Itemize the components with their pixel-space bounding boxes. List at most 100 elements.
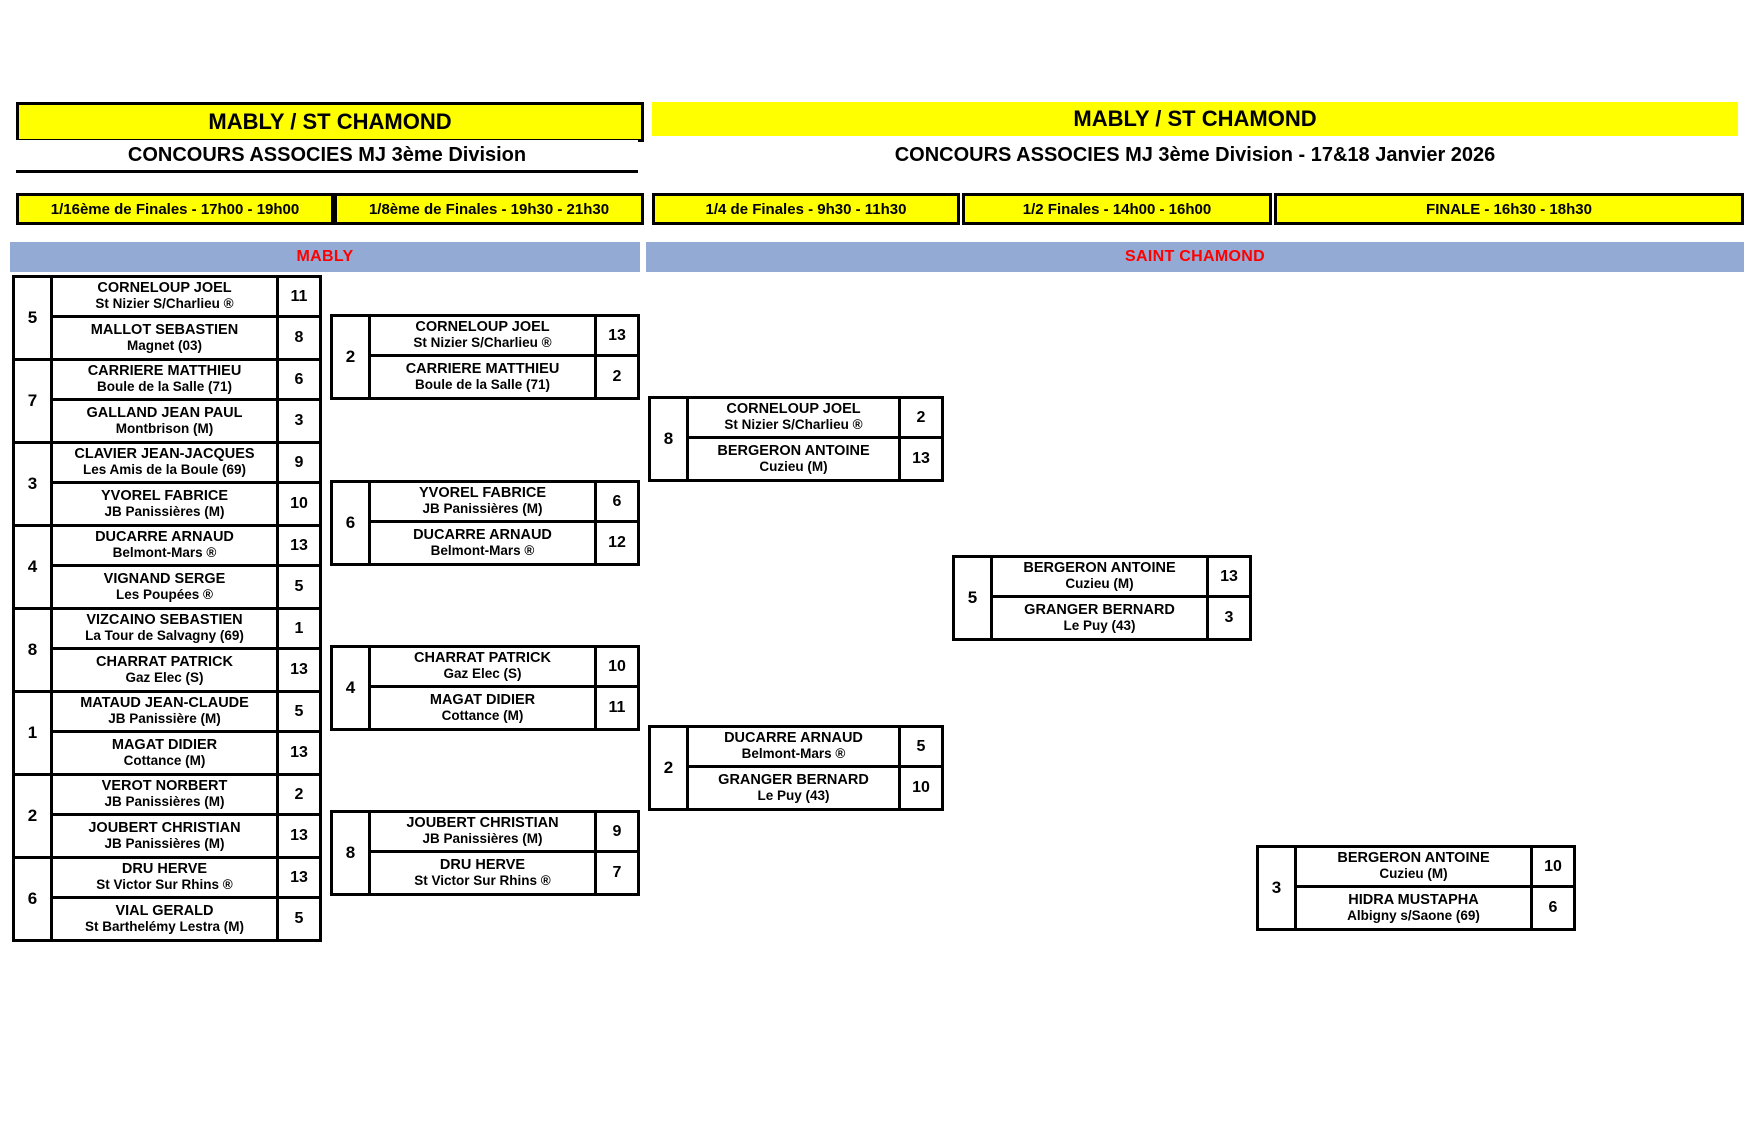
player-info: BERGERON ANTOINE Cuzieu (M) <box>993 558 1209 595</box>
match-r16-6[interactable]: 1 MATAUD JEAN-CLAUDE JB Panissière (M) 5… <box>12 690 322 776</box>
player-info: CARRIERE MATTHIEU Boule de la Salle (71) <box>53 361 279 398</box>
players: DRU HERVE St Victor Sur Rhins ® 13 VIAL … <box>53 859 319 939</box>
player-club: Belmont-Mars ® <box>430 542 535 558</box>
player-name: JOUBERT CHRISTIAN <box>406 815 559 832</box>
player-score: 3 <box>1224 609 1234 626</box>
player-row: CHARRAT PATRICK Gaz Elec (S) 10 <box>371 648 637 688</box>
player-info: YVOREL FABRICE JB Panissières (M) <box>53 484 279 524</box>
players: DUCARRE ARNAUD Belmont-Mars ® 13 VIGNAND… <box>53 527 319 607</box>
seed: 8 <box>651 399 689 479</box>
player-row: CORNELOUP JOEL St Nizier S/Charlieu ® 2 <box>689 399 941 439</box>
match-r16-4[interactable]: 4 DUCARRE ARNAUD Belmont-Mars ® 13 VIGNA… <box>12 524 322 610</box>
player-club: Belmont-Mars ® <box>741 746 846 762</box>
player-info: BERGERON ANTOINE Cuzieu (M) <box>1297 848 1533 885</box>
player-row: MATAUD JEAN-CLAUDE JB Panissière (M) 5 <box>53 693 319 733</box>
player-row: CARRIERE MATTHIEU Boule de la Salle (71)… <box>53 361 319 401</box>
player-score: 5 <box>294 702 304 720</box>
site-band-saint-chamond: SAINT CHAMOND <box>646 242 1744 272</box>
player-info: DRU HERVE St Victor Sur Rhins ® <box>371 853 597 893</box>
round-label-final: FINALE - 16h30 - 18h30 <box>1274 193 1744 225</box>
left-subtitle: CONCOURS ASSOCIES MJ 3ème Division <box>16 140 638 173</box>
players: CARRIERE MATTHIEU Boule de la Salle (71)… <box>53 361 319 441</box>
match-r8-3[interactable]: 4 CHARRAT PATRICK Gaz Elec (S) 10 MAGAT … <box>330 645 640 731</box>
seed: 2 <box>15 776 53 856</box>
match-r16-2[interactable]: 7 CARRIERE MATTHIEU Boule de la Salle (7… <box>12 358 322 444</box>
player-row: JOUBERT CHRISTIAN JB Panissières (M) 13 <box>53 816 319 856</box>
player-row: JOUBERT CHRISTIAN JB Panissières (M) 9 <box>371 813 637 853</box>
player-club: Belmont-Mars ® <box>112 545 217 561</box>
player-score: 10 <box>608 657 626 675</box>
players: CORNELOUP JOEL St Nizier S/Charlieu ® 11… <box>53 278 319 358</box>
player-row: DRU HERVE St Victor Sur Rhins ® 13 <box>53 859 319 899</box>
player-row: VEROT NORBERT JB Panissières (M) 2 <box>53 776 319 816</box>
player-score: 13 <box>290 827 308 844</box>
player-score: 7 <box>612 864 622 881</box>
seed: 4 <box>15 527 53 607</box>
seed: 3 <box>15 444 53 524</box>
round-label-16: 1/16ème de Finales - 17h00 - 19h00 <box>16 193 334 225</box>
player-info: MAGAT DIDIER Cottance (M) <box>53 733 279 773</box>
player-name: VIAL GERALD <box>115 902 214 919</box>
round-label-quarter-text: 1/4 de Finales - 9h30 - 11h30 <box>705 200 907 218</box>
player-row: CORNELOUP JOEL St Nizier S/Charlieu ® 11 <box>53 278 319 318</box>
players: BERGERON ANTOINE Cuzieu (M) 13 GRANGER B… <box>993 558 1249 638</box>
player-club: Boule de la Salle (71) <box>414 376 551 392</box>
player-info: GRANGER BERNARD Le Puy (43) <box>689 768 901 808</box>
player-score: 12 <box>608 534 626 551</box>
match-r8-2[interactable]: 6 YVOREL FABRICE JB Panissières (M) 6 DU… <box>330 480 640 566</box>
player-score: 6 <box>294 370 304 388</box>
right-banner: MABLY / ST CHAMOND <box>652 102 1738 136</box>
left-banner-text: MABLY / ST CHAMOND <box>208 109 452 134</box>
match-semi-1[interactable]: 5 BERGERON ANTOINE Cuzieu (M) 13 GRANGER… <box>952 555 1252 641</box>
player-club: JB Panissières (M) <box>104 794 225 810</box>
match-r16-8[interactable]: 6 DRU HERVE St Victor Sur Rhins ® 13 VIA… <box>12 856 322 942</box>
player-row: VIGNAND SERGE Les Poupées ® 5 <box>53 567 319 607</box>
players: VIZCAINO SEBASTIEN La Tour de Salvagny (… <box>53 610 319 690</box>
player-name: HIDRA MUSTAPHA <box>1348 891 1479 908</box>
match-r16-5[interactable]: 8 VIZCAINO SEBASTIEN La Tour de Salvagny… <box>12 607 322 693</box>
player-club: St Nizier S/Charlieu ® <box>95 296 234 312</box>
match-final[interactable]: 3 BERGERON ANTOINE Cuzieu (M) 10 HIDRA M… <box>1256 845 1576 931</box>
player-info: CORNELOUP JOEL St Nizier S/Charlieu ® <box>371 317 597 354</box>
match-r8-1[interactable]: 2 CORNELOUP JOEL St Nizier S/Charlieu ® … <box>330 314 640 400</box>
player-score: 9 <box>612 822 622 840</box>
match-r16-3[interactable]: 3 CLAVIER JEAN-JACQUES Les Amis de la Bo… <box>12 441 322 527</box>
player-club: JB Panissières (M) <box>104 503 225 519</box>
player-name: GALLAND JEAN PAUL <box>86 404 243 421</box>
player-club: Montbrison (M) <box>115 420 214 436</box>
player-info: MATAUD JEAN-CLAUDE JB Panissière (M) <box>53 693 279 730</box>
player-name: VEROT NORBERT <box>101 778 228 795</box>
player-row: CORNELOUP JOEL St Nizier S/Charlieu ® 13 <box>371 317 637 357</box>
match-r8-4[interactable]: 8 JOUBERT CHRISTIAN JB Panissières (M) 9… <box>330 810 640 896</box>
players: JOUBERT CHRISTIAN JB Panissières (M) 9 D… <box>371 813 637 893</box>
seed: 8 <box>333 813 371 893</box>
player-name: CORNELOUP JOEL <box>415 319 550 336</box>
player-club: Cuzieu (M) <box>759 458 828 474</box>
player-row: CLAVIER JEAN-JACQUES Les Amis de la Boul… <box>53 444 319 484</box>
player-row: DUCARRE ARNAUD Belmont-Mars ® 13 <box>53 527 319 567</box>
match-r16-1[interactable]: 5 CORNELOUP JOEL St Nizier S/Charlieu ® … <box>12 275 322 361</box>
player-name: MAGAT DIDIER <box>429 691 536 708</box>
player-info: JOUBERT CHRISTIAN JB Panissières (M) <box>53 816 279 856</box>
players: MATAUD JEAN-CLAUDE JB Panissière (M) 5 M… <box>53 693 319 773</box>
player-club: Gaz Elec (S) <box>443 666 522 682</box>
player-info: VIAL GERALD St Barthelémy Lestra (M) <box>53 899 279 939</box>
match-quarter-1[interactable]: 8 CORNELOUP JOEL St Nizier S/Charlieu ® … <box>648 396 944 482</box>
match-quarter-2[interactable]: 2 DUCARRE ARNAUD Belmont-Mars ® 5 GRANGE… <box>648 725 944 811</box>
player-score: 13 <box>290 868 308 886</box>
player-name: GRANGER BERNARD <box>1024 601 1175 618</box>
player-row: DUCARRE ARNAUD Belmont-Mars ® 5 <box>689 728 941 768</box>
player-row: BERGERON ANTOINE Cuzieu (M) 13 <box>689 439 941 479</box>
player-info: DRU HERVE St Victor Sur Rhins ® <box>53 859 279 896</box>
site-band-saint-chamond-text: SAINT CHAMOND <box>1125 248 1265 265</box>
match-r16-7[interactable]: 2 VEROT NORBERT JB Panissières (M) 2 JOU… <box>12 773 322 859</box>
player-club: JB Panissières (M) <box>422 501 543 517</box>
player-info: CARRIERE MATTHIEU Boule de la Salle (71) <box>371 357 597 397</box>
player-row: DRU HERVE St Victor Sur Rhins ® 7 <box>371 853 637 893</box>
player-score: 10 <box>912 779 930 796</box>
player-club: Cuzieu (M) <box>1379 866 1448 882</box>
player-name: DUCARRE ARNAUD <box>724 730 863 747</box>
seed: 6 <box>333 483 371 563</box>
player-score: 13 <box>1220 567 1238 585</box>
seed: 2 <box>333 317 371 397</box>
